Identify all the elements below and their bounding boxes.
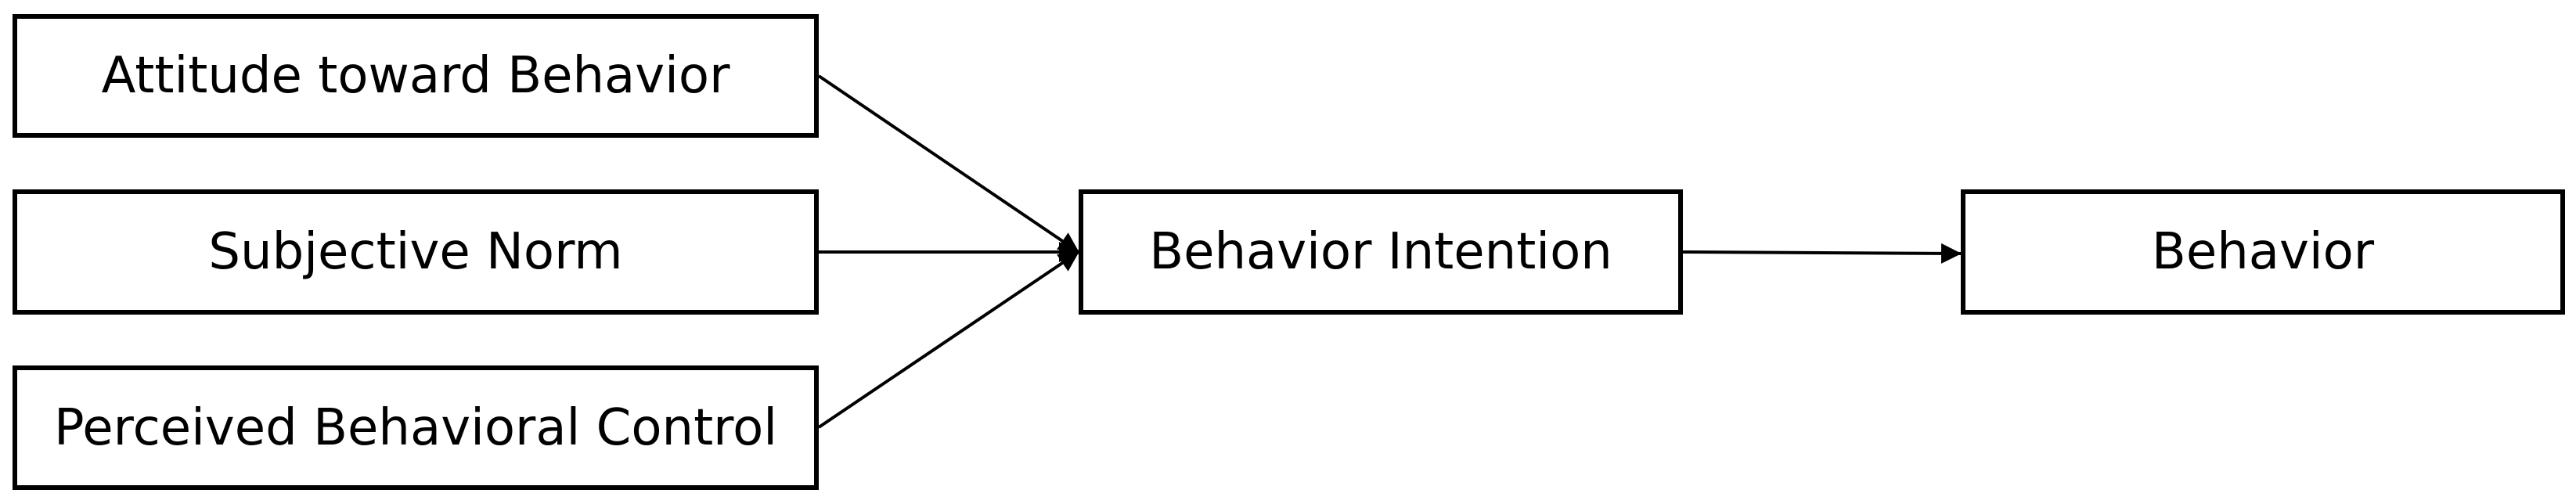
edge-attitude-to-intention [817, 74, 1080, 254]
node-label: Behavior [2151, 223, 2375, 281]
node-label: Attitude toward Behavior [101, 47, 730, 105]
node-label: Behavior Intention [1149, 223, 1612, 281]
node-behavior-intention: Behavior Intention [1079, 189, 1683, 315]
node-behavior: Behavior [1961, 189, 2565, 315]
node-label: Perceived Behavioral Control [53, 398, 778, 457]
node-perceived-behavioral-control: Perceived Behavioral Control [13, 365, 819, 490]
node-attitude-toward-behavior: Attitude toward Behavior [13, 14, 819, 138]
edge-control-to-intention [817, 250, 1080, 429]
edge-intention-to-behavior [1682, 243, 1962, 264]
node-subjective-norm: Subjective Norm [13, 189, 819, 315]
node-label: Subjective Norm [208, 223, 623, 281]
